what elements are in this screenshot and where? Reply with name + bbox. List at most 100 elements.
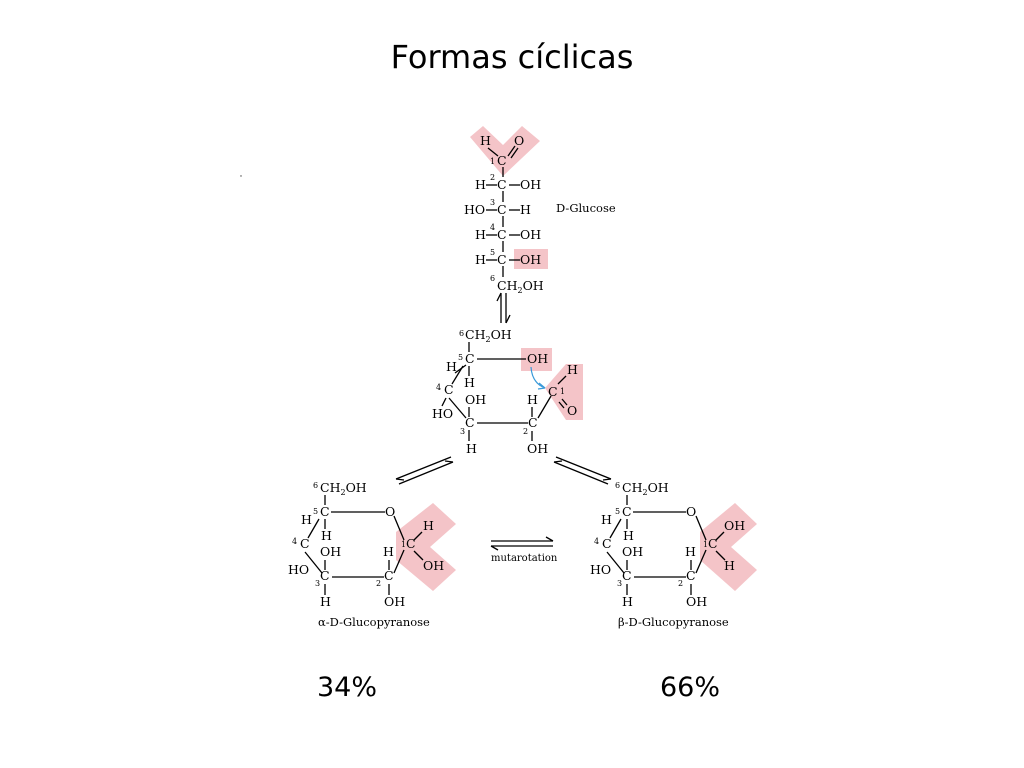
svg-text:H: H [527,392,538,407]
equilibrium-arrow-vertical [496,292,511,324]
svg-text:OH: OH [527,351,548,366]
slide-title: Formas cíclicas [390,38,634,76]
svg-text:C: C [686,568,696,583]
svg-text:H: H [383,544,394,559]
svg-text:H: H [301,512,312,527]
svg-text:6: 6 [615,481,620,490]
svg-text:CH2OH: CH2OH [465,327,512,344]
svg-text:OH: OH [465,392,486,407]
svg-text:6: 6 [490,274,495,283]
svg-text:H: H [321,528,332,543]
svg-text:C: C [708,536,718,551]
svg-text:H: H [724,558,735,573]
svg-text:H: H [423,518,434,533]
svg-text:C: C [622,504,632,519]
svg-text:2: 2 [490,173,495,182]
svg-text:3: 3 [460,427,465,436]
svg-text:OH: OH [527,441,548,456]
svg-text:C: C [497,227,507,242]
equilibrium-arrow-left [395,456,454,485]
c5-oh-highlight [521,348,552,371]
svg-text:H: H [475,177,486,192]
svg-text:H: H [601,512,612,527]
svg-text:H: H [464,375,475,390]
svg-text:HO: HO [432,406,453,421]
svg-text:6: 6 [313,481,318,490]
svg-text:C: C [320,504,330,519]
svg-text:C: C [320,568,330,583]
svg-text:O: O [567,403,577,418]
svg-text:3: 3 [315,579,320,588]
svg-text:C: C [465,415,475,430]
svg-text:6: 6 [459,329,464,338]
svg-text:4: 4 [292,537,297,546]
svg-text:C: C [497,252,507,267]
svg-text:O: O [385,504,395,519]
c5-hydroxyl-highlight [514,249,548,269]
svg-text:OH: OH [520,227,541,242]
svg-text:C: C [384,568,394,583]
svg-text:1: 1 [401,540,406,549]
beta-label: β-D-Glucopyranose [618,615,729,629]
glucose-label: D-Glucose [556,201,616,215]
svg-text:2: 2 [523,427,528,436]
svg-text:OH: OH [686,594,707,609]
svg-text:2: 2 [678,579,683,588]
svg-text:1: 1 [560,387,565,396]
svg-text:OH: OH [320,544,341,559]
carbonyl-highlight [545,364,583,420]
svg-text:1: 1 [490,157,495,166]
svg-text:3: 3 [617,579,622,588]
beta-glucopyranose: 6 CH2OH 5 C O H H 4 C HO OH 3 C H 2 C H … [590,480,757,629]
svg-text:4: 4 [436,383,441,392]
svg-text:5: 5 [458,353,463,362]
svg-text:CH2OH: CH2OH [622,480,669,497]
open-chain-glucose: H O 1 C 2 H C OH 3 HO C H 4 H C OH 5 H C… [464,126,616,295]
svg-text:OH: OH [384,594,405,609]
svg-text:CH2OH: CH2OH [497,278,544,295]
svg-text:4: 4 [594,537,599,546]
alpha-percentage: 34% [317,672,378,703]
svg-text:H: H [446,359,457,374]
mutarotation-label: mutarotation [491,553,558,564]
svg-text:C: C [497,153,507,168]
aldehyde-highlight [470,126,540,176]
svg-text:H: H [623,528,634,543]
svg-text:O: O [514,133,524,148]
mutarotation-arrows: mutarotation [490,536,558,564]
svg-text:HO: HO [288,562,309,577]
svg-text:H: H [622,594,633,609]
svg-text:C: C [444,382,454,397]
svg-text:H: H [466,441,477,456]
intermediate-structure: 6 CH2OH 5 C OH H H 4 C HO OH 3 C H 2 C H… [432,327,583,456]
svg-text:OH: OH [724,518,745,533]
svg-text:H: H [480,133,491,148]
svg-text:C: C [548,384,558,399]
svg-text:OH: OH [622,544,643,559]
beta-percentage: 66% [660,672,721,703]
svg-text:H: H [475,227,486,242]
svg-text:C: C [497,202,507,217]
svg-text:5: 5 [313,507,318,516]
svg-text:CH2OH: CH2OH [320,480,367,497]
svg-text:1: 1 [703,540,708,549]
equilibrium-arrow-right [553,456,612,485]
svg-text:C: C [497,177,507,192]
svg-text:4: 4 [490,223,495,232]
svg-text:5: 5 [490,248,495,257]
svg-text:H: H [320,594,331,609]
beta-anomeric-highlight [700,503,757,591]
svg-text:C: C [465,351,475,366]
svg-text:OH: OH [520,252,541,267]
svg-text:H: H [685,544,696,559]
alpha-anomeric-highlight [396,503,456,591]
svg-text:C: C [406,536,416,551]
svg-text:OH: OH [423,558,444,573]
svg-text:5: 5 [615,507,620,516]
svg-text:H: H [475,252,486,267]
svg-text:2: 2 [376,579,381,588]
svg-text:O: O [686,504,696,519]
svg-text:HO: HO [590,562,611,577]
svg-text:C: C [602,536,612,551]
